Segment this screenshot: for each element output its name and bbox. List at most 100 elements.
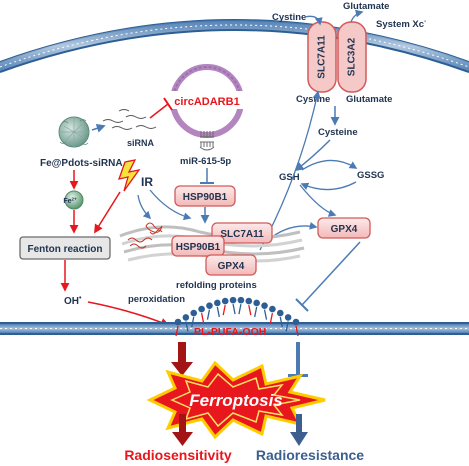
sirna-label: siRNA (127, 138, 155, 148)
sirna-strands (102, 109, 157, 130)
refolding-proteins-label: refolding proteins (176, 280, 257, 291)
nano-to-sirna-arrow (91, 124, 106, 133)
mir-615-5p-label: miR-615-5p (180, 156, 231, 167)
refolded-protein-icon (127, 237, 153, 249)
lipid-head (261, 302, 268, 309)
cysteine-to-gsh-arrow (294, 139, 331, 172)
fe-ion-icon: Fe2+ (63, 190, 84, 210)
lipid-head (245, 297, 253, 305)
ir-to-complex-arrow-1 (137, 194, 152, 220)
lipid-tail (254, 306, 258, 318)
nanoparticle-icon (58, 116, 90, 148)
lipid-tail (295, 325, 299, 337)
gpx4-right-box: GPX4 (317, 217, 371, 239)
lipid-tail (206, 309, 211, 320)
gssg-to-gsh-arrow (300, 181, 357, 191)
lipid-tail (185, 321, 189, 332)
mir-615-5p-glyph (199, 141, 215, 151)
lipid-head (276, 309, 284, 317)
lipid-head (182, 314, 190, 321)
svg-text:GPX4: GPX4 (218, 261, 245, 272)
lipid-head (221, 297, 229, 305)
lipid-tail (269, 312, 274, 324)
hsp90b1-top-box: HSP90B1 (174, 185, 236, 207)
lipid-head (214, 299, 221, 307)
gpx4-inhibit-bar (295, 298, 309, 312)
svg-text:HSP90B1: HSP90B1 (183, 192, 228, 203)
ferroptosis-label: Ferroptosis (189, 391, 283, 410)
gsh-to-gpx4-arrow (299, 184, 337, 217)
cystine-out-label: Cystine (272, 12, 306, 23)
svg-text:SLC7A11: SLC7A11 (220, 229, 264, 240)
lipid-head (253, 299, 260, 307)
red-down-arrow-bottom (172, 414, 193, 446)
oh-to-membrane-arrow (87, 301, 170, 327)
lipid-tail (216, 306, 220, 318)
lipid-tail (279, 316, 283, 328)
cystine-import-arrow (304, 15, 323, 26)
slc7a11-membrane-label: SLC7A11 (317, 35, 328, 79)
lipid-head (174, 318, 182, 326)
blue-inhibit-top (288, 342, 308, 377)
lipid-tail (222, 304, 226, 316)
fenton-reaction-box: Fenton reaction (19, 236, 111, 260)
lipid-tail (238, 303, 242, 315)
lipid-head (190, 309, 198, 317)
hsp90b1-complex-box: HSP90B1 (171, 235, 225, 257)
radioresistance-label: Radioresistance (256, 447, 364, 463)
lipid-head (198, 305, 205, 313)
radiosensitivity-label: Radiosensitivity (124, 447, 232, 463)
ir-lightning-icon (117, 159, 141, 192)
lipid-head (284, 314, 292, 321)
lipid-head (206, 302, 213, 309)
peroxidation-label: peroxidation (128, 294, 185, 305)
gsh-label: GSH (279, 172, 300, 183)
lower-membrane (0, 322, 469, 335)
slc3a2-label: SLC3A2 (347, 37, 358, 76)
pl-pufa-ooh-label: PL-PUFA-OOH (194, 326, 266, 338)
glutamate-export-arrow (350, 9, 364, 23)
svg-text:GPX4: GPX4 (331, 224, 358, 235)
lipid-tail (248, 304, 252, 316)
lipid-head (269, 305, 276, 313)
lipid-tail (263, 309, 268, 320)
slc7a11-complex-box: SLC7A11 (211, 222, 273, 244)
misfolded-protein-icon (145, 222, 163, 235)
lipid-head (292, 318, 300, 326)
nanoparticle-label: Fe@Pdots-siRNA (40, 158, 123, 169)
glutamate-in-label: Glutamate (346, 94, 392, 105)
ir-to-complex-arrow-2 (149, 189, 192, 221)
blue-down-arrow-bottom (290, 414, 308, 446)
gssg-label: GSSG (357, 170, 384, 181)
oh-radical-label: OH• (64, 295, 82, 307)
ir-to-fenton-arrow (94, 191, 121, 234)
lipid-tail (285, 321, 289, 332)
lipid-head (229, 296, 237, 304)
lipid-tail (175, 325, 179, 337)
svg-text:HSP90B1: HSP90B1 (176, 242, 221, 253)
cystine-in-label: Cystine (296, 94, 330, 105)
sirna-inhibit-line (149, 103, 169, 119)
system-xc-transporter: SLC7A11 SLC3A2 (307, 21, 367, 93)
red-down-arrow-top (171, 342, 193, 376)
lipid-tail (191, 316, 195, 328)
system-xc-label: System Xc- (376, 19, 426, 30)
lipid-tail (232, 303, 236, 315)
lipid-head (237, 296, 245, 304)
svg-text:Fe2+: Fe2+ (63, 197, 77, 206)
lipid-tail (200, 312, 205, 324)
circadarb1-ring: circADARB1 (166, 64, 250, 138)
cysteine-label: Cysteine (318, 127, 358, 138)
ir-label: IR (141, 175, 153, 189)
gpx4-complex-box: GPX4 (205, 254, 257, 276)
ferroptosis-burst: Ferroptosis (146, 360, 326, 440)
sirna-inhibit-bar (163, 97, 173, 111)
svg-text:Fenton reaction: Fenton reaction (27, 244, 102, 255)
lipid-heads-arc (174, 296, 300, 337)
gsh-to-gssg-arrow (301, 159, 358, 171)
gpx4-inhibit-line (301, 241, 361, 306)
glutamate-out-label: Glutamate (343, 1, 389, 12)
circadarb1-label: circADARB1 (174, 96, 239, 108)
